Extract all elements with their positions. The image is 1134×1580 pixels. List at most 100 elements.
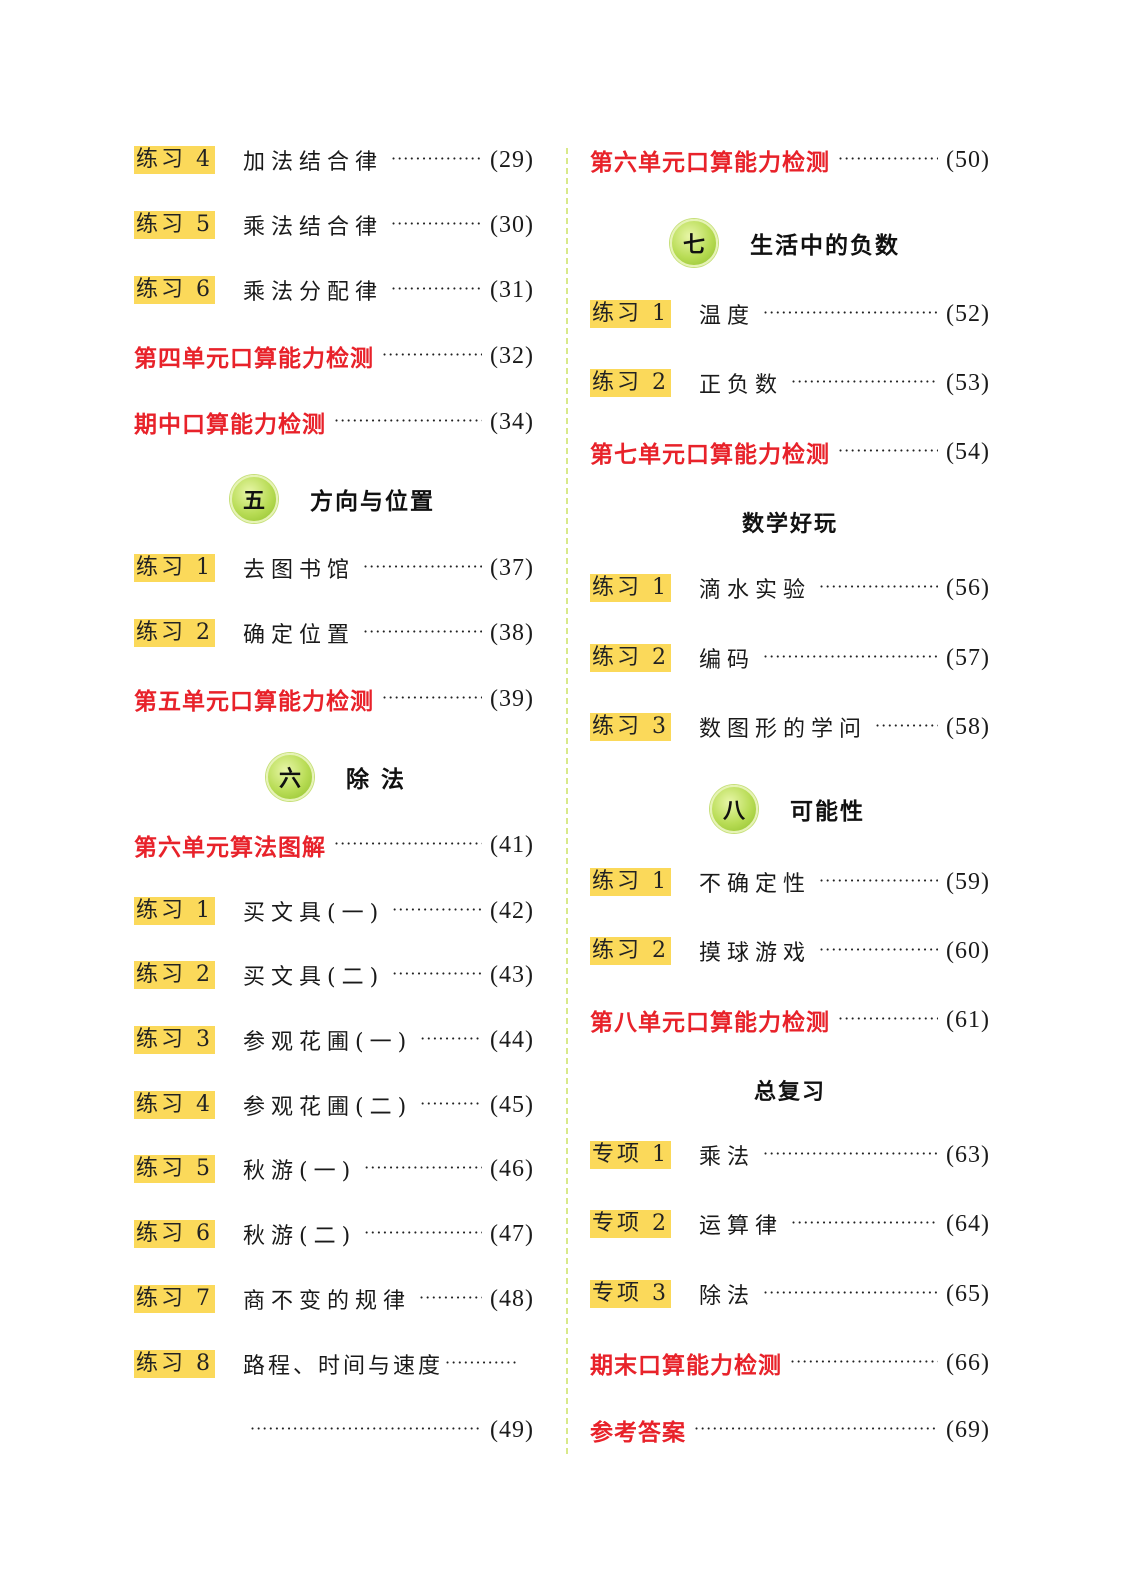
dot-leader <box>763 1144 938 1163</box>
toc-entry[interactable]: 专项 1 乘法 (63) <box>590 1137 990 1173</box>
toc-entry-test[interactable]: 第七单元口算能力检测 (54) <box>590 434 990 470</box>
toc-entry-test[interactable]: 第六单元算法图解 (41) <box>134 827 534 863</box>
toc-entry[interactable]: 练习 5 秋游(一) (46) <box>134 1151 534 1187</box>
dot-leader <box>790 1352 938 1371</box>
toc-entry-continuation[interactable]: (49) <box>250 1412 534 1448</box>
page-number: (64) <box>946 1210 990 1237</box>
dot-leader <box>392 900 482 919</box>
entry-title: 乘法 <box>699 1145 756 1170</box>
toc-entry[interactable]: 练习 1 温度 (52) <box>590 296 990 332</box>
page-number: (39) <box>490 685 534 712</box>
exercise-tag: 练习 1 <box>134 897 215 925</box>
page-number: (30) <box>490 211 534 238</box>
dot-leader <box>819 940 938 959</box>
test-title: 期中口算能力检测 <box>134 412 326 438</box>
test-title: 第六单元口算能力检测 <box>590 150 830 176</box>
page-number: (54) <box>946 438 990 465</box>
dot-leader <box>819 871 938 890</box>
entry-title: 温度 <box>699 304 756 329</box>
dot-leader <box>791 1213 938 1232</box>
toc-entry-test[interactable]: 第五单元口算能力检测 (39) <box>134 681 534 717</box>
dot-leader <box>363 557 482 576</box>
toc-entry-test[interactable]: 第四单元口算能力检测 (32) <box>134 338 534 374</box>
test-title: 期末口算能力检测 <box>590 1353 782 1379</box>
toc-entry[interactable]: 练习 4 参观花圃(二) (45) <box>134 1087 534 1123</box>
page-number: (38) <box>490 619 534 646</box>
toc-entry-answers[interactable]: 参考答案 (69) <box>590 1412 990 1448</box>
toc-entry[interactable]: 练习 1 滴水实验 (56) <box>590 570 990 606</box>
entry-title: 加法结合律 <box>243 150 384 175</box>
exercise-tag: 练习 2 <box>590 369 671 397</box>
page-number: (42) <box>490 897 534 924</box>
dot-leader <box>763 647 938 666</box>
dot-leader <box>391 214 482 233</box>
dot-leader <box>391 149 482 168</box>
page-number: (59) <box>946 868 990 895</box>
unit-badge: 八 <box>710 785 758 833</box>
page-number: (58) <box>946 713 990 740</box>
dot-leader <box>382 345 482 364</box>
dot-leader <box>838 441 938 460</box>
page-number: (47) <box>490 1220 534 1247</box>
toc-entry[interactable]: 练习 2 买文具(二) (43) <box>134 957 534 993</box>
toc-entry[interactable]: 专项 2 运算律 (64) <box>590 1206 990 1242</box>
toc-entry[interactable]: 练习 1 不确定性 (59) <box>590 864 990 900</box>
toc-entry-wrapped[interactable]: 练习 8 路程、时间与速度 <box>134 1346 524 1382</box>
toc-entry[interactable]: 专项 3 除法 (65) <box>590 1276 990 1312</box>
toc-entry[interactable]: 练习 5 乘法结合律 (30) <box>134 207 534 243</box>
page-number: (31) <box>490 276 534 303</box>
entry-title: 确定位置 <box>243 623 356 648</box>
exercise-tag: 练习 1 <box>134 554 215 582</box>
test-title: 第六单元算法图解 <box>134 835 326 861</box>
test-title: 第四单元口算能力检测 <box>134 346 374 372</box>
entry-title: 乘法结合律 <box>243 215 384 240</box>
dot-leader <box>763 1283 938 1302</box>
toc-entry[interactable]: 练习 2 摸球游戏 (60) <box>590 933 990 969</box>
page-number: (34) <box>490 408 534 435</box>
page-number: (53) <box>946 369 990 396</box>
toc-entry[interactable]: 练习 3 数图形的学问 (58) <box>590 709 990 745</box>
entry-title: 乘法分配律 <box>243 280 384 305</box>
toc-entry-test[interactable]: 期中口算能力检测 (34) <box>134 404 534 440</box>
unit-title: 除 法 <box>346 767 407 793</box>
column-divider <box>566 148 568 1454</box>
dot-leader <box>334 411 482 430</box>
entry-title: 除法 <box>699 1284 756 1309</box>
dot-leader <box>420 1029 482 1048</box>
toc-entry[interactable]: 练习 2 正负数 (53) <box>590 365 990 401</box>
toc-entry[interactable]: 练习 2 编码 (57) <box>590 640 990 676</box>
toc-entry[interactable]: 练习 6 秋游(二) (47) <box>134 1216 534 1252</box>
toc-entry-test[interactable]: 第八单元口算能力检测 (61) <box>590 1002 990 1038</box>
unit-title: 可能性 <box>790 799 865 825</box>
dot-leader <box>364 1223 482 1242</box>
dot-leader <box>694 1419 938 1438</box>
toc-entry[interactable]: 练习 3 参观花圃(一) (44) <box>134 1022 534 1058</box>
exercise-tag: 练习 2 <box>134 619 215 647</box>
page-number: (45) <box>490 1091 534 1118</box>
dot-leader <box>391 279 482 298</box>
page-number: (29) <box>490 146 534 173</box>
toc-entry[interactable]: 练习 6 乘法分配律 (31) <box>134 272 534 308</box>
toc-entry-test[interactable]: 期末口算能力检测 (66) <box>590 1345 990 1381</box>
page-number: (50) <box>946 146 990 173</box>
page-number: (57) <box>946 644 990 671</box>
dot-leader <box>382 688 482 707</box>
dot-leader <box>392 964 482 983</box>
toc-entry-test[interactable]: 第六单元口算能力检测 (50) <box>590 142 990 178</box>
entry-title: 运算律 <box>699 1214 784 1239</box>
topic-tag: 专项 2 <box>590 1210 671 1238</box>
toc-entry[interactable]: 练习 7 商不变的规律 (48) <box>134 1281 534 1317</box>
toc-entry[interactable]: 练习 4 加法结合律 (29) <box>134 142 534 178</box>
page-number: (46) <box>490 1155 534 1182</box>
entry-title: 不确定性 <box>699 872 812 897</box>
dot-leader <box>838 1009 938 1028</box>
toc-entry[interactable]: 练习 2 确定位置 (38) <box>134 615 534 651</box>
topic-tag: 专项 1 <box>590 1141 671 1169</box>
exercise-tag: 练习 2 <box>134 961 215 989</box>
toc-entry[interactable]: 练习 1 去图书馆 (37) <box>134 550 534 586</box>
entry-title: 去图书馆 <box>243 558 356 583</box>
page-number: (63) <box>946 1141 990 1168</box>
toc-entry[interactable]: 练习 1 买文具(一) (42) <box>134 893 534 929</box>
exercise-tag: 练习 1 <box>590 868 671 896</box>
test-title: 第八单元口算能力检测 <box>590 1010 830 1036</box>
